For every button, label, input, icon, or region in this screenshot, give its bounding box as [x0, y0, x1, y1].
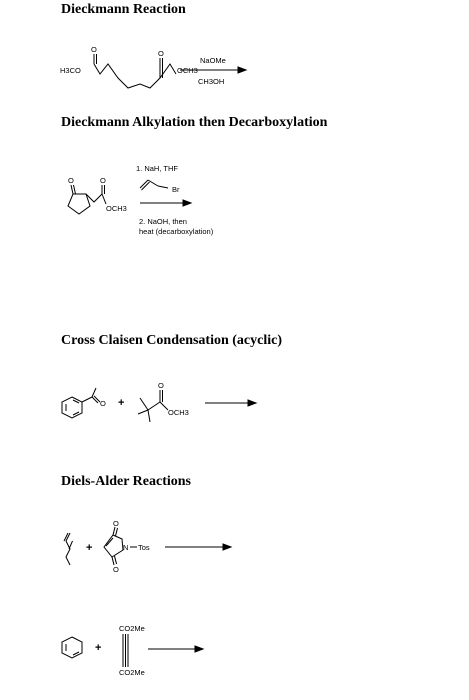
plus-sign: + [118, 397, 125, 409]
reagent-label: NaOMe [200, 56, 226, 65]
section-title-dieckmann: Dieckmann Reaction [61, 2, 186, 17]
step-2-label: 2. NaOH, then [139, 217, 187, 226]
ester-substituent-top: CO2Me [119, 624, 145, 633]
plus-sign: + [86, 542, 93, 554]
methoxy-label: OCH3 [168, 408, 189, 417]
nitrogen-label: N [123, 543, 129, 552]
carbonyl-oxygen-label: O [91, 45, 97, 54]
methoxy-label: OCH3 [106, 204, 127, 213]
section-title-alkylation: Dieckmann Alkylation then Decarboxylatio… [61, 115, 328, 130]
methoxy-label-left: H3CO [60, 66, 81, 75]
carbonyl-oxygen-label: O [113, 565, 119, 574]
section-title-cross-claisen: Cross Claisen Condensation (acyclic) [61, 333, 283, 348]
step-2-detail: heat (decarboxylation) [139, 227, 214, 236]
tosyl-label: Tos [138, 543, 150, 552]
section-title-diels-alder: Diels-Alder Reactions [61, 474, 191, 489]
carbonyl-oxygen-label: O [100, 176, 106, 185]
bromine-label: Br [172, 185, 180, 194]
carbonyl-oxygen-label: O [158, 49, 164, 58]
ketone-oxygen-label: O [100, 399, 106, 408]
carbonyl-oxygen-label: O [158, 381, 164, 390]
carbonyl-oxygen-label: O [113, 519, 119, 528]
solvent-label: CH3OH [198, 77, 225, 86]
carbonyl-oxygen-label: O [68, 176, 74, 185]
step-1-label: 1. NaH, THF [136, 164, 178, 173]
ester-substituent-bottom: CO2Me [119, 668, 145, 677]
plus-sign: + [95, 642, 102, 654]
